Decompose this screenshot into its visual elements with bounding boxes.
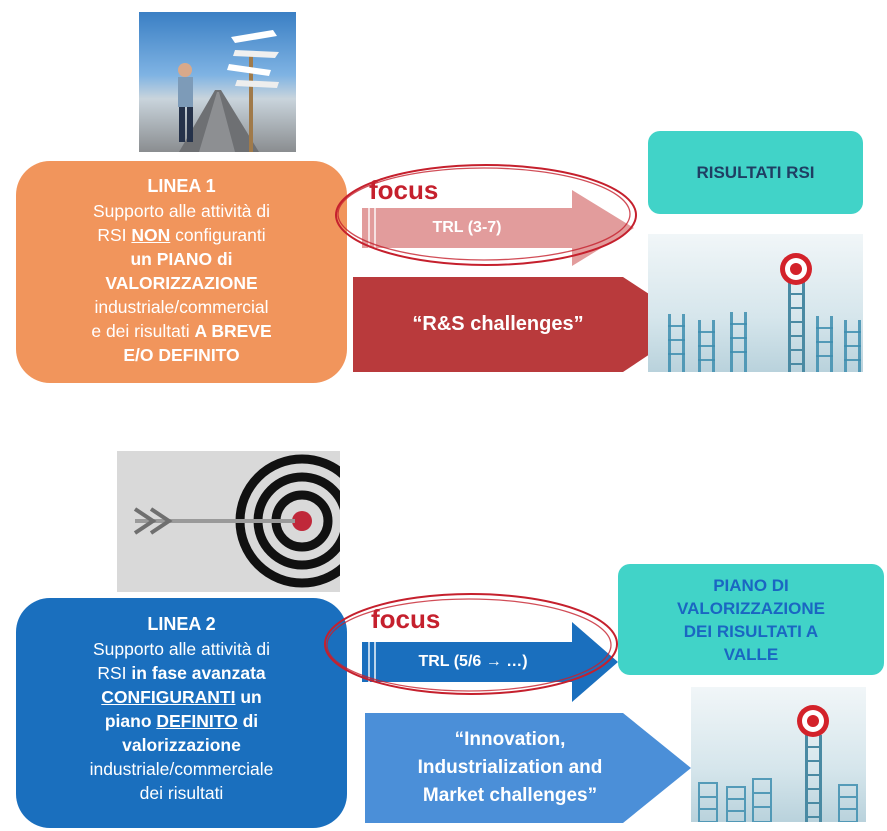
linea2-line-1: Supporto alle attività di [92, 639, 271, 659]
linea1-line-6-bold: A BREVE [194, 321, 272, 341]
linea1-line-4: VALORIZZAZIONE [105, 273, 258, 293]
target-arrow-photo [117, 451, 340, 592]
innovation-challenges-arrow [365, 713, 691, 823]
linea2-line-3-post: un [235, 687, 262, 707]
innovation-challenges-line-1: “Innovation, [454, 729, 566, 750]
linea1-line-2: RSI NON configuranti [16, 223, 347, 247]
linea1-line-1: Supporto alle attività di [92, 201, 271, 221]
trl1-label: TRL (3-7) [432, 219, 502, 236]
trl2-label: TRL (5/6 → …) [418, 653, 528, 670]
linea1-line-2-bold: NON [131, 225, 171, 245]
linea2-line-2: RSI in fase avanzata [16, 661, 347, 685]
linea1-line-2-post: configuranti [170, 225, 266, 245]
focus2-ellipse [324, 593, 618, 695]
risultati-rsi-box: RISULTATI RSI [648, 131, 863, 214]
linea2-line-2-pre: RSI [97, 663, 132, 683]
linea1-line-7: E/O DEFINITO [123, 345, 240, 365]
linea2-line-7: dei risultati [139, 783, 224, 803]
ladder-target-photo-2 [691, 687, 866, 822]
linea2-description: Supporto alle attività di RSI in fase av… [16, 637, 347, 805]
linea2-line-6: industriale/commerciale [89, 759, 274, 779]
piano-line-4: VALLE [723, 644, 779, 664]
innovation-challenges-label: “Innovation, Industrialization and Marke… [365, 713, 655, 823]
piano-line-1: PIANO DI [713, 575, 789, 595]
linea2-line-5: valorizzazione [122, 735, 241, 755]
linea2-line-4: piano DEFINITO di [16, 709, 347, 733]
rs-challenges-label: “R&S challenges” [412, 313, 584, 335]
trl1-arrow [362, 190, 634, 266]
innovation-challenges-line-2: Industrialization and [417, 757, 603, 778]
linea2-title: LINEA 2 [147, 614, 216, 634]
linea1-description: Supporto alle attività di RSI NON config… [16, 199, 347, 367]
linea1-line-6: e dei risultati A BREVE [16, 319, 347, 343]
linea1-line-2-pre: RSI [97, 225, 132, 245]
linea1-line-3: un PIANO di [130, 249, 233, 269]
signpost-road-photo [139, 12, 296, 152]
linea2-box: LINEA 2 Supporto alle attività di RSI in… [16, 598, 347, 828]
innovation-challenges-line-3: Market challenges” [422, 785, 598, 806]
focus1-ellipse [335, 164, 637, 266]
linea2-line-4-pre: piano [104, 711, 157, 731]
linea2-line-2-bold: in fase avanzata [131, 663, 266, 683]
linea2-line-3-bold: CONFIGURANTI [101, 687, 236, 707]
linea2-line-3: CONFIGURANTI un [16, 685, 347, 709]
linea2-line-4-post: di [237, 711, 259, 731]
linea1-line-6-pre: e dei risultati [91, 321, 195, 341]
rs-challenges-arrow [353, 277, 695, 372]
linea1-box: LINEA 1 Supporto alle attività di RSI NO… [16, 161, 347, 383]
linea1-title: LINEA 1 [147, 176, 216, 196]
piano-line-2: VALORIZZAZIONE [677, 598, 825, 618]
ladder-target-photo-1 [648, 234, 863, 372]
focus1-label: focus [369, 175, 439, 205]
risultati-rsi-label: RISULTATI RSI [696, 162, 815, 182]
piano-valorizzazione-box: PIANO DI VALORIZZAZIONE DEI RISULTATI A … [618, 564, 884, 675]
linea1-line-5: industriale/commercial [94, 297, 269, 317]
focus2-label: focus [371, 604, 441, 634]
piano-line-3: DEI RISULTATI A [683, 621, 819, 641]
linea2-line-4-bold: DEFINITO [156, 711, 238, 731]
